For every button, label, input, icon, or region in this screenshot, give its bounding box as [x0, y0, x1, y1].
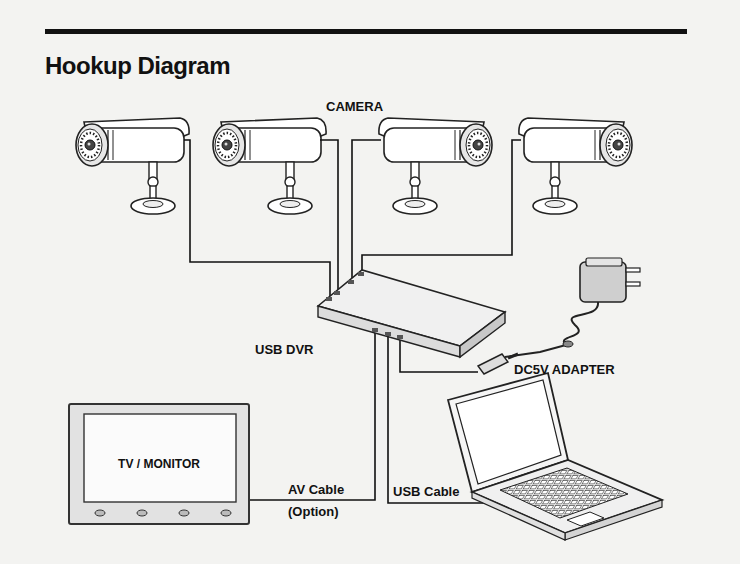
cable-label: USB Cable [393, 484, 459, 499]
cable-label: AV Cable [288, 482, 344, 497]
monitor-label: TV / MONITOR [118, 457, 200, 471]
cable-note: (Option) [288, 504, 339, 519]
page-title: Hookup Diagram [45, 52, 230, 80]
dvr-label: USB DVR [255, 342, 314, 357]
adapter-label: DC5V ADAPTER [514, 362, 615, 377]
monitor-box: TV / MONITOR [68, 403, 250, 525]
camera-label: CAMERA [326, 99, 383, 114]
